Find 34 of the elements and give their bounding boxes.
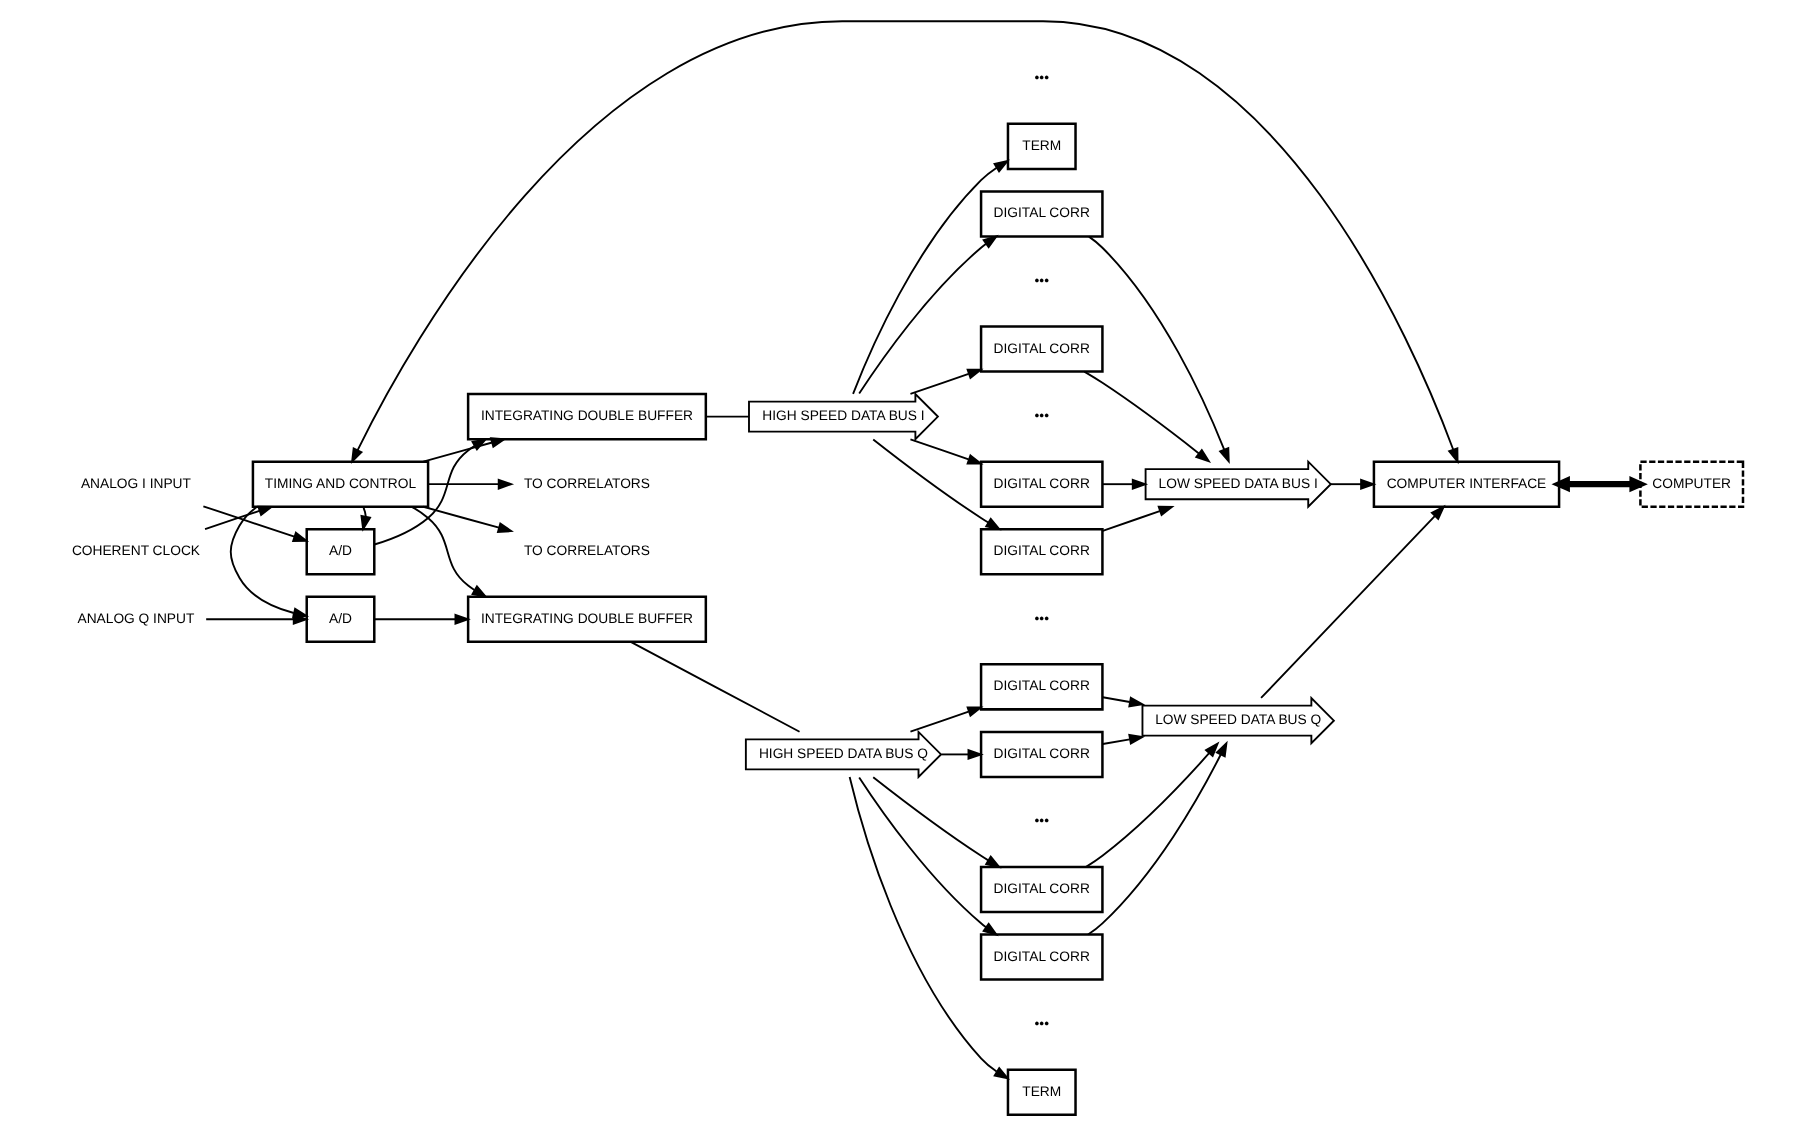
arrow bbox=[909, 438, 984, 465]
arrow bbox=[848, 776, 1011, 1080]
arrow bbox=[427, 478, 515, 490]
arrow bbox=[852, 159, 1010, 395]
arrow bbox=[373, 613, 471, 625]
arrow bbox=[872, 438, 1002, 531]
arrow bbox=[858, 234, 999, 395]
arrow bbox=[411, 505, 488, 598]
arrow bbox=[1088, 235, 1230, 465]
arrow bbox=[204, 505, 275, 530]
arrow bbox=[858, 776, 999, 937]
arrow bbox=[1101, 696, 1146, 708]
arrow bbox=[360, 506, 372, 532]
arrow bbox=[909, 706, 984, 733]
connector bbox=[629, 640, 801, 733]
arrow bbox=[1085, 741, 1220, 868]
arrow bbox=[205, 613, 310, 625]
arrow bbox=[909, 368, 984, 395]
arrow bbox=[1087, 740, 1228, 936]
arrow bbox=[872, 776, 1002, 869]
arrow bbox=[1101, 505, 1175, 532]
arrow bbox=[1551, 476, 1648, 493]
arrow bbox=[1330, 478, 1377, 490]
arrow bbox=[422, 437, 507, 463]
arrow bbox=[373, 437, 488, 546]
arrow bbox=[940, 748, 984, 761]
arrow bbox=[422, 505, 514, 533]
arrow bbox=[350, 20, 1459, 465]
arrow bbox=[1101, 733, 1146, 746]
arrow bbox=[202, 505, 310, 542]
connector bbox=[704, 415, 750, 418]
arrow bbox=[1101, 478, 1149, 490]
arrow bbox=[1260, 504, 1446, 699]
arrow bbox=[1083, 370, 1212, 464]
